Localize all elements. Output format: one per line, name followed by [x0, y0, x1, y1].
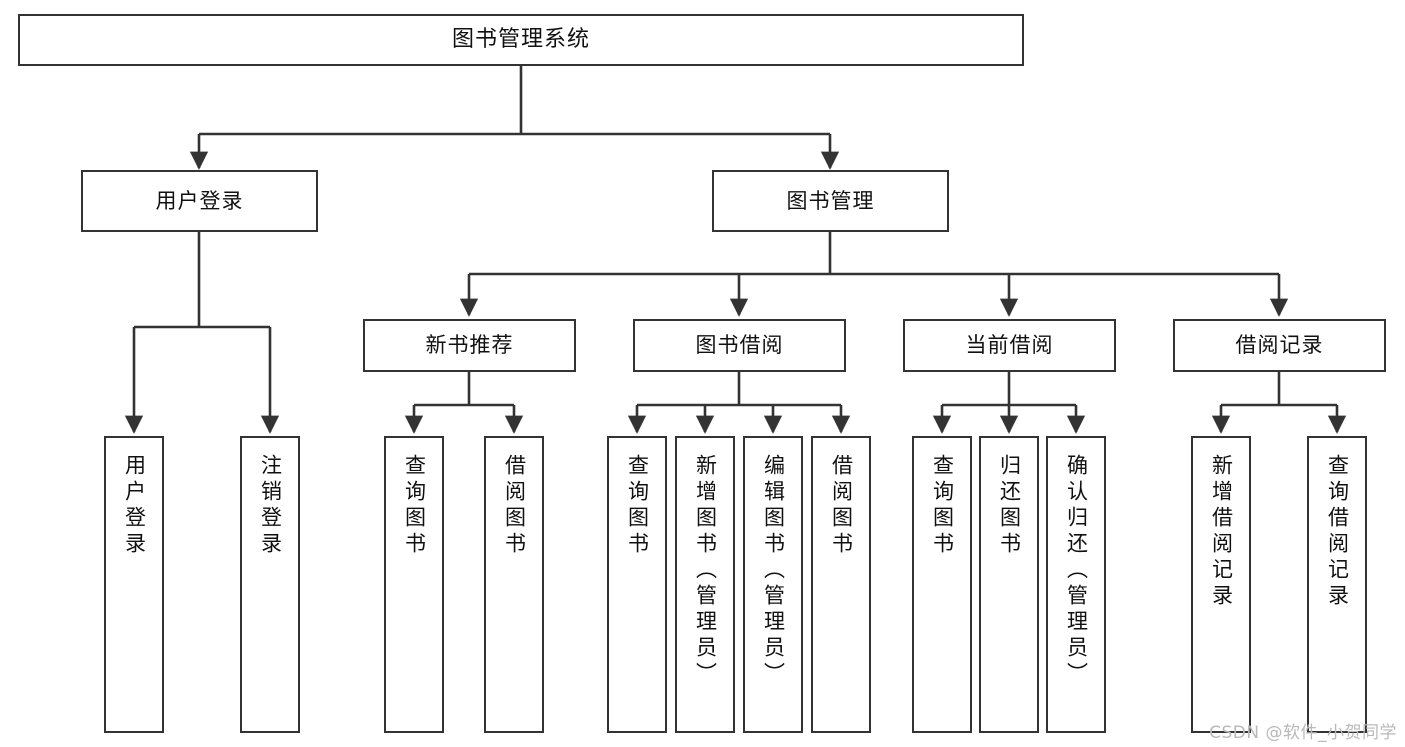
node-label: 当前借阅	[965, 333, 1054, 358]
node-label: 用户登录	[155, 188, 244, 213]
node-label: 查询图书	[402, 454, 427, 558]
leaf-records-add-record[interactable]: 新增借阅记录	[1191, 436, 1251, 733]
leaf-borrow-query-books[interactable]: 查询图书	[607, 436, 667, 733]
node-book-management[interactable]: 图书管理	[712, 170, 949, 232]
leaf-records-query-record[interactable]: 查询借阅记录	[1307, 436, 1367, 733]
leaf-new-book-borrow-books[interactable]: 借阅图书	[484, 436, 544, 733]
node-label: 借阅图书	[829, 454, 854, 558]
leaf-user-login-sign-out[interactable]: 注销登录	[240, 436, 300, 733]
node-label: 确认归还（管理员）	[1064, 454, 1089, 688]
node-label: 归还图书	[997, 454, 1022, 558]
node-root-library-system[interactable]: 图书管理系统	[18, 14, 1024, 66]
node-label: 图书管理	[786, 188, 875, 213]
leaf-current-query-books[interactable]: 查询图书	[912, 436, 972, 733]
node-label: 编辑图书（管理员）	[761, 454, 786, 688]
leaf-user-login-sign-in[interactable]: 用户登录	[104, 436, 164, 733]
node-label: 注销登录	[258, 454, 283, 558]
node-label: 图书管理系统	[451, 27, 590, 53]
csdn-watermark: CSDN @软件_小贺同学	[1209, 723, 1397, 743]
leaf-borrow-add-book-admin[interactable]: 新增图书（管理员）	[675, 436, 735, 733]
node-label: 用户登录	[122, 454, 147, 558]
node-user-login[interactable]: 用户登录	[81, 170, 318, 232]
node-label: 新书推荐	[425, 333, 514, 358]
leaf-borrow-borrow-books[interactable]: 借阅图书	[811, 436, 871, 733]
node-label: 查询图书	[625, 454, 650, 558]
node-current-borrow[interactable]: 当前借阅	[903, 319, 1116, 372]
leaf-new-book-query-books[interactable]: 查询图书	[384, 436, 444, 733]
node-new-book-recommend[interactable]: 新书推荐	[363, 319, 576, 372]
node-label: 借阅记录	[1235, 333, 1324, 358]
leaf-current-return-books[interactable]: 归还图书	[979, 436, 1039, 733]
node-borrow-records[interactable]: 借阅记录	[1173, 319, 1386, 372]
leaf-current-confirm-return-admin[interactable]: 确认归还（管理员）	[1046, 436, 1106, 733]
node-book-borrow[interactable]: 图书借阅	[633, 319, 846, 372]
node-label: 图书借阅	[695, 333, 784, 358]
node-label: 借阅图书	[502, 454, 527, 558]
node-label: 新增借阅记录	[1209, 454, 1234, 610]
node-label: 新增图书（管理员）	[693, 454, 718, 688]
node-label: 查询借阅记录	[1325, 454, 1350, 610]
leaf-borrow-edit-book-admin[interactable]: 编辑图书（管理员）	[743, 436, 803, 733]
node-label: 查询图书	[930, 454, 955, 558]
